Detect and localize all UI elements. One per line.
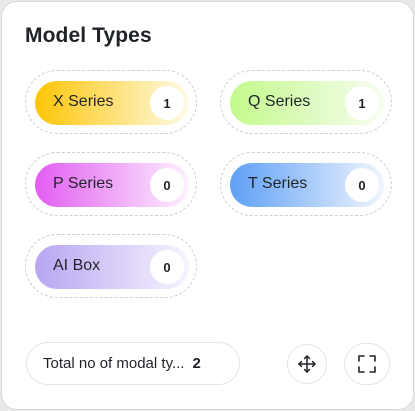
model-label: T Series: [248, 175, 308, 192]
model-slot-q-series: Q Series 1: [220, 70, 392, 134]
model-label: AI Box: [53, 257, 101, 274]
model-label: P Series: [53, 175, 114, 192]
model-slot-p-series: P Series 0: [25, 152, 197, 216]
model-count-badge: 1: [150, 86, 184, 120]
model-pill-ai-box[interactable]: AI Box 0: [35, 245, 189, 289]
model-label: X Series: [53, 93, 114, 110]
model-slot-ai-box: AI Box 0: [25, 234, 197, 298]
total-model-types: Total no of modal ty... 2: [26, 342, 240, 385]
model-label: Q Series: [248, 93, 311, 110]
model-count-badge: 0: [345, 168, 379, 202]
model-slot-t-series: T Series 0: [220, 152, 392, 216]
fullscreen-icon: [358, 355, 376, 373]
move-button[interactable]: [287, 344, 327, 384]
model-pill-t-series[interactable]: T Series 0: [230, 163, 384, 207]
model-count-badge: 0: [150, 168, 184, 202]
card-title: Model Types: [25, 24, 152, 47]
total-label: Total no of modal ty...: [43, 355, 185, 372]
model-pill-x-series[interactable]: X Series 1: [35, 81, 189, 125]
model-slot-x-series: X Series 1: [25, 70, 197, 134]
model-count-badge: 0: [150, 250, 184, 284]
total-count: 2: [192, 355, 201, 372]
fullscreen-button[interactable]: [344, 343, 390, 385]
model-pill-p-series[interactable]: P Series 0: [35, 163, 189, 207]
model-count-badge: 1: [345, 86, 379, 120]
move-icon: [298, 355, 316, 373]
model-pill-q-series[interactable]: Q Series 1: [230, 81, 384, 125]
